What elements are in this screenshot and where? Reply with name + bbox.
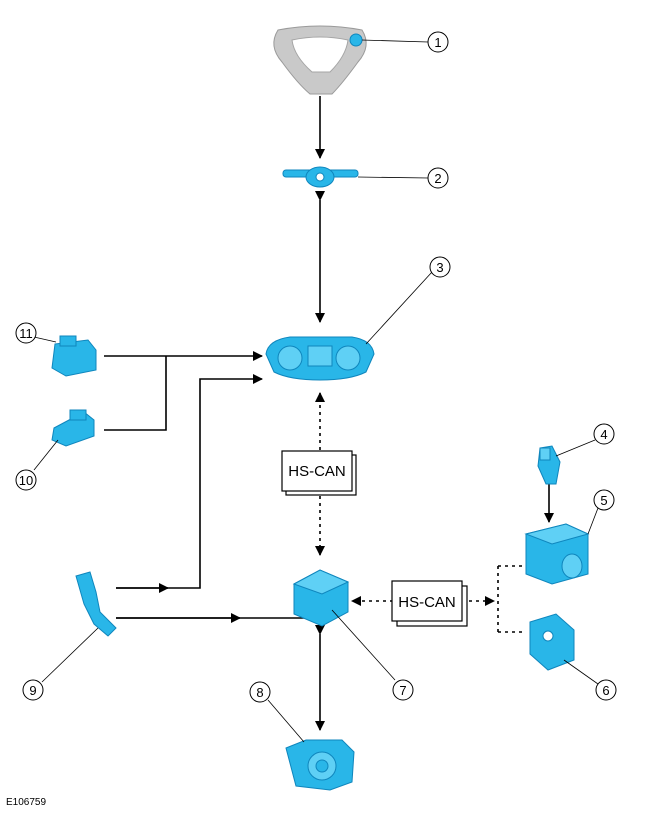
callout-11: 11	[15, 322, 37, 344]
callout-8: 8	[249, 681, 271, 703]
line-10-join	[104, 356, 167, 431]
control-module-icon-7	[292, 569, 350, 627]
callout-7: 7	[392, 679, 414, 701]
svg-text:2: 2	[434, 171, 441, 186]
connection-lines	[104, 96, 554, 731]
callouts: 1 2 3 4 5 6 7 8 9 10 11	[15, 31, 617, 703]
svg-text:1: 1	[434, 35, 441, 50]
sensor-icon	[537, 445, 561, 485]
switch-icon-11	[51, 335, 97, 377]
callout-4: 4	[593, 423, 615, 445]
callout-6: 6	[595, 679, 617, 701]
can-label-upper: HS-CAN	[288, 463, 346, 480]
switch-icon-10	[51, 409, 95, 447]
can-line-branch	[497, 565, 522, 633]
can-box-upper: HS-CAN	[281, 450, 357, 496]
instrument-cluster-icon	[265, 336, 375, 381]
abs-module-icon	[524, 523, 590, 585]
figure-reference-code: E106759	[6, 797, 47, 808]
steering-column-switch-icon	[282, 166, 359, 188]
callout-5: 5	[593, 489, 615, 511]
callout-9: 9	[22, 679, 44, 701]
svg-text:10: 10	[19, 473, 33, 488]
svg-text:4: 4	[600, 427, 607, 442]
callout-2: 2	[427, 167, 449, 189]
svg-text:8: 8	[256, 685, 263, 700]
line-9-to-3	[116, 374, 263, 589]
callout-1: 1	[427, 31, 449, 53]
steering-wheel-icon	[273, 25, 367, 95]
svg-text:5: 5	[600, 493, 607, 508]
svg-text:6: 6	[602, 683, 609, 698]
accelerator-pedal-icon	[75, 571, 117, 637]
can-box-lower: HS-CAN	[391, 580, 468, 627]
callout-leaders	[33, 39, 599, 743]
control-module-icon-6	[529, 613, 575, 671]
svg-text:7: 7	[399, 683, 406, 698]
svg-text:3: 3	[436, 260, 443, 275]
svg-text:9: 9	[29, 683, 36, 698]
svg-text:11: 11	[19, 326, 33, 341]
can-label-lower: HS-CAN	[398, 594, 456, 611]
throttle-body-icon	[285, 739, 355, 791]
can-bus-lines	[315, 392, 522, 633]
callout-3: 3	[429, 256, 451, 278]
callout-10: 10	[15, 469, 37, 491]
